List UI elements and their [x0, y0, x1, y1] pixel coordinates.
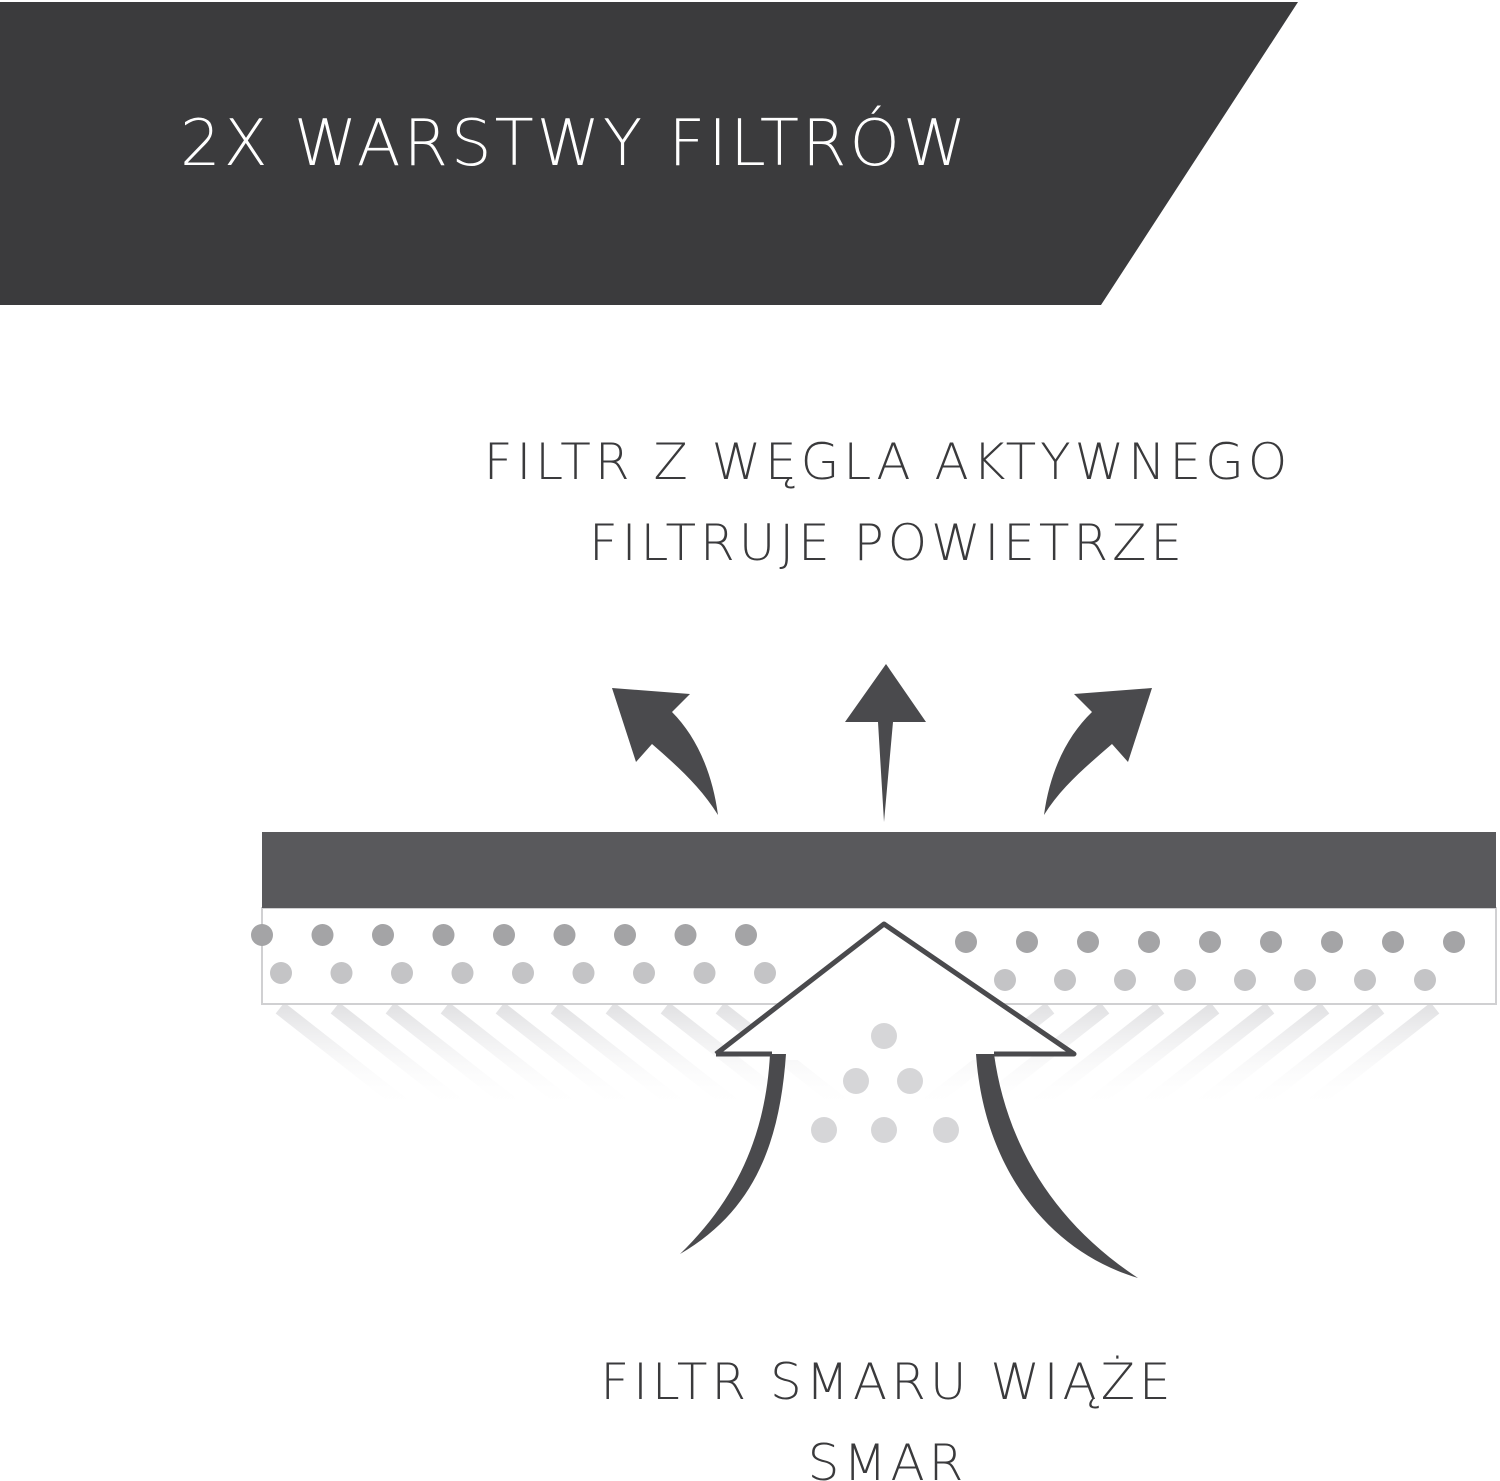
- particle: [871, 1117, 897, 1143]
- grease-particle: [955, 931, 977, 953]
- grease-particle: [1114, 969, 1136, 991]
- grease-particle: [633, 962, 655, 984]
- curved-arrow-left-icon: [612, 688, 718, 815]
- particle: [871, 1023, 897, 1049]
- carbon-filter-caption-line2: FILTRUJE POWIETRZE: [275, 503, 1500, 584]
- grease-particle: [1414, 969, 1436, 991]
- grease-particle: [372, 924, 394, 946]
- grease-particle: [331, 962, 353, 984]
- grease-particle: [735, 924, 757, 946]
- particle: [811, 1117, 837, 1143]
- grease-particle: [554, 924, 576, 946]
- grease-filter-caption: FILTR SMARU WIĄŻE SMAR: [0, 1342, 1500, 1481]
- grease-filter-caption-line2: SMAR: [275, 1423, 1500, 1481]
- particle: [897, 1068, 923, 1094]
- grease-particle: [1382, 931, 1404, 953]
- grease-particle: [754, 962, 776, 984]
- arrow-up-icon: [845, 664, 926, 822]
- grease-particle: [1260, 931, 1282, 953]
- grease-particle: [270, 962, 292, 984]
- grease-particle: [614, 924, 636, 946]
- grease-particle: [1321, 931, 1343, 953]
- grease-particle: [1199, 931, 1221, 953]
- carbon-filter-caption-line1: FILTR Z WĘGLA AKTYWNEGO: [275, 422, 1500, 503]
- grease-particle: [391, 962, 413, 984]
- grease-particle: [251, 924, 273, 946]
- carbon-filter-caption: FILTR Z WĘGLA AKTYWNEGO FILTRUJE POWIETR…: [0, 422, 1500, 584]
- filter-layers-diagram: [0, 640, 1500, 1320]
- grease-particle: [1077, 931, 1099, 953]
- grease-filter-caption-line1: FILTR SMARU WIĄŻE: [275, 1342, 1500, 1423]
- carbon-filter-layer: [262, 832, 1496, 908]
- grease-particle: [452, 962, 474, 984]
- grease-particle: [573, 962, 595, 984]
- grease-particle: [694, 962, 716, 984]
- particle: [933, 1117, 959, 1143]
- grease-particle: [675, 924, 697, 946]
- grease-particle: [1138, 931, 1160, 953]
- grease-particle: [1174, 969, 1196, 991]
- grease-particle: [312, 924, 334, 946]
- grease-particle: [512, 962, 534, 984]
- grease-particle: [493, 924, 515, 946]
- grease-particle: [1054, 969, 1076, 991]
- grease-particle: [1443, 931, 1465, 953]
- grease-particle: [1234, 969, 1256, 991]
- banner-title: 2X WARSTWY FILTRÓW: [180, 112, 969, 176]
- grease-particle: [994, 969, 1016, 991]
- grease-particle: [1354, 969, 1376, 991]
- grease-particle: [1016, 931, 1038, 953]
- particle: [843, 1068, 869, 1094]
- grease-particle: [1294, 969, 1316, 991]
- grease-particle: [433, 924, 455, 946]
- curved-arrow-right-icon: [1044, 688, 1152, 815]
